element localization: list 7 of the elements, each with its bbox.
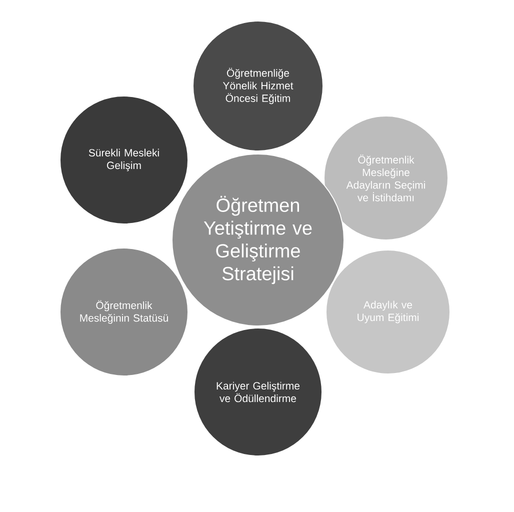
circle-node: Adaylık ve Uyum Eğitimi — [326, 250, 450, 374]
circle-node: Öğretmen Yetiştirme ve Geliştirme Stratejisi — [172, 154, 344, 326]
circle-node: Sürekli Mesleki Gelişim — [60, 96, 188, 224]
circle-node: Kariyer Geliştirme ve Ödüllendirme — [194, 328, 322, 456]
circle-node: Öğretmenlik Mesleğine Adayların Seçimi ve İstihdamı — [324, 116, 448, 240]
circle-node: Öğretmenlik Mesleğinin Statüsü — [60, 248, 188, 376]
circle-node: Öğretmenliğe Yönelik Hizmet Öncesi Eğitim — [192, 20, 324, 152]
